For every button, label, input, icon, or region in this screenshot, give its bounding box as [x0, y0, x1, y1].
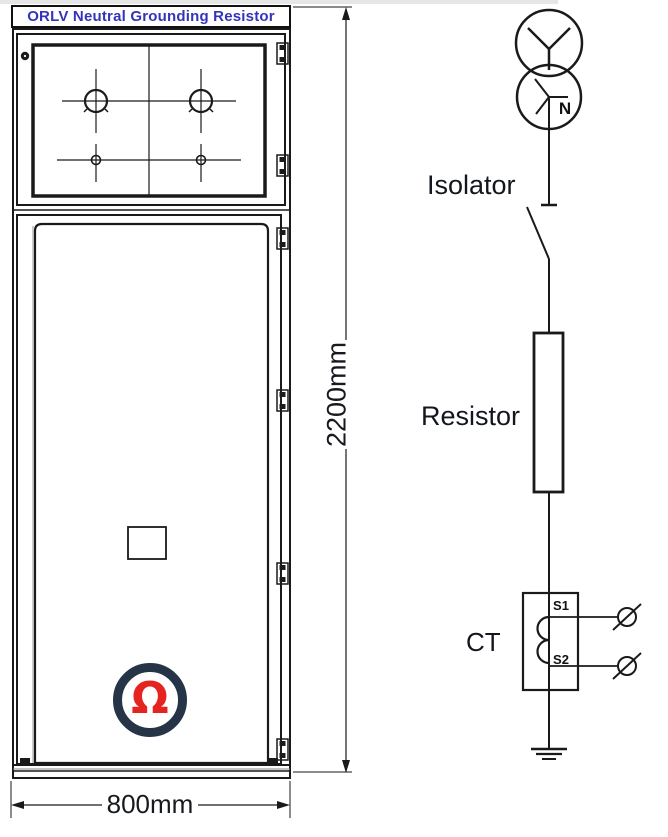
top-compartment — [16, 33, 286, 206]
ct-box — [521, 591, 580, 692]
top-compartment-frame — [16, 33, 286, 206]
hinge — [276, 389, 289, 412]
isolator-switch-symbol — [526, 203, 557, 260]
arrow-right-icon — [277, 801, 290, 809]
width-dimension — [10, 781, 291, 818]
ct-terminal-s2-label: S2 — [553, 652, 569, 667]
width-dimension-label: 800mm — [106, 789, 194, 819]
ct-label: CT — [466, 627, 501, 657]
height-dimension — [293, 6, 352, 773]
arrow-left-icon — [11, 801, 24, 809]
base-strip — [12, 770, 291, 779]
cabinet-header-bar: ORLV Neutral Grounding Resistor — [11, 5, 291, 28]
door-panel — [33, 222, 270, 765]
hole-tick — [188, 108, 193, 113]
ct-symbol: S1 S2 — [521, 591, 642, 692]
ct-winding-arcs — [536, 615, 550, 665]
hinge — [276, 154, 289, 177]
omega-logo: Ω — [113, 663, 187, 737]
isolator-label: Isolator — [427, 170, 516, 200]
small-hole-left — [90, 154, 102, 166]
hole-tick — [104, 108, 109, 113]
terminal-s2-icon — [612, 652, 642, 680]
arrow-up-icon — [342, 7, 350, 20]
hinge — [276, 227, 289, 250]
screw-center — [23, 54, 27, 58]
base-bracket-left — [20, 758, 30, 765]
page-title: ORLV Neutral Grounding Resistor — [27, 8, 275, 25]
transformer-primary-circle — [514, 8, 584, 78]
bushing-hole-right — [188, 88, 214, 114]
door-handle — [127, 526, 167, 560]
arrow-down-icon — [342, 760, 350, 773]
height-dimension-label: 2200mm — [321, 341, 352, 448]
corner-screw — [20, 51, 30, 61]
ct-terminal-s1-label: S1 — [553, 598, 569, 613]
hinge — [276, 562, 289, 585]
omega-symbol-icon: Ω — [131, 673, 169, 724]
hinge — [276, 42, 289, 65]
ground-symbol — [531, 747, 567, 760]
hole-tick — [83, 108, 88, 113]
bushing-hole-left — [83, 88, 109, 114]
resistor-symbol — [532, 331, 565, 494]
cabinet-base — [12, 758, 291, 779]
terminal-s1-icon — [612, 603, 642, 631]
hinges — [276, 42, 289, 761]
small-hole-right — [195, 154, 207, 166]
scan-artifact-band — [0, 0, 558, 4]
hinge — [276, 738, 289, 761]
single-line-diagram: N S1 S2 — [514, 8, 642, 760]
isolator-blade — [526, 206, 550, 260]
resistor-label: Resistor — [421, 401, 521, 431]
base-bracket-right — [268, 758, 278, 765]
neutral-point-label: N — [559, 99, 571, 118]
hole-tick — [209, 108, 214, 113]
